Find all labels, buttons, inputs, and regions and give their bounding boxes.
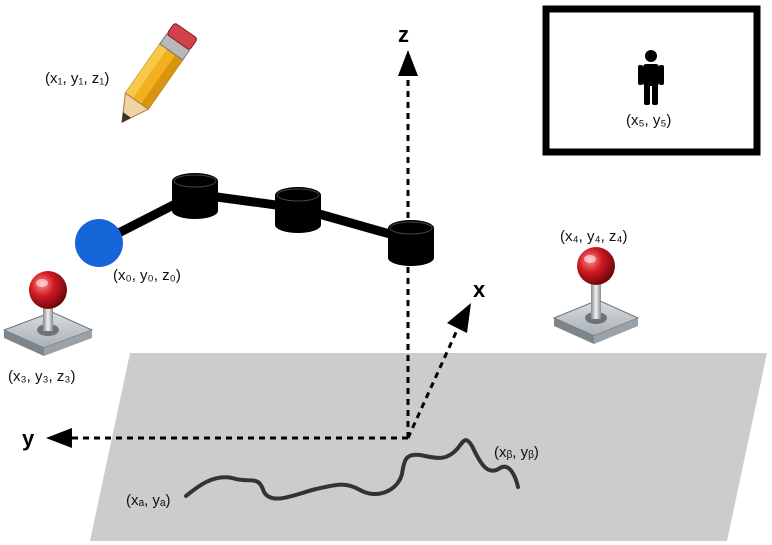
robot-arm	[75, 173, 434, 267]
joystick-left-label: (x₃, y₃, z₃)	[8, 368, 76, 385]
joystick-icon	[2, 271, 94, 356]
screen-person-label: (x₅, y₅)	[626, 112, 671, 129]
joystick-icon	[552, 247, 640, 344]
arm-joint-1	[172, 173, 218, 219]
axis-z-arrowhead	[398, 50, 418, 76]
arm-joint-2	[275, 187, 321, 233]
drawn-path	[184, 438, 520, 501]
axis-y-label: y	[22, 426, 35, 451]
axis-x-arrowhead	[447, 303, 471, 333]
joystick-right-label: (x₄, y₄, z₄)	[560, 228, 628, 245]
arm-base-label: (x₀, y₀, z₀)	[113, 267, 181, 284]
axis-y-arrowhead	[46, 428, 72, 448]
axis-z	[398, 50, 418, 438]
robot-arm-links	[94, 189, 416, 248]
pencil-label: (x₁, y₁, z₁)	[45, 70, 109, 87]
arm-joint-3	[388, 220, 434, 266]
axis-y	[46, 428, 408, 448]
path-end-label: (xᵦ, yᵦ)	[494, 444, 539, 461]
axis-z-label: z	[398, 22, 409, 47]
ground-plane	[90, 353, 767, 541]
person-icon	[638, 50, 664, 105]
axis-x	[406, 303, 471, 439]
arm-base-circle	[75, 219, 123, 267]
pencil-icon	[121, 23, 197, 124]
path-start-label: (xₐ, yₐ)	[126, 492, 171, 509]
axis-x-label: x	[473, 277, 486, 302]
